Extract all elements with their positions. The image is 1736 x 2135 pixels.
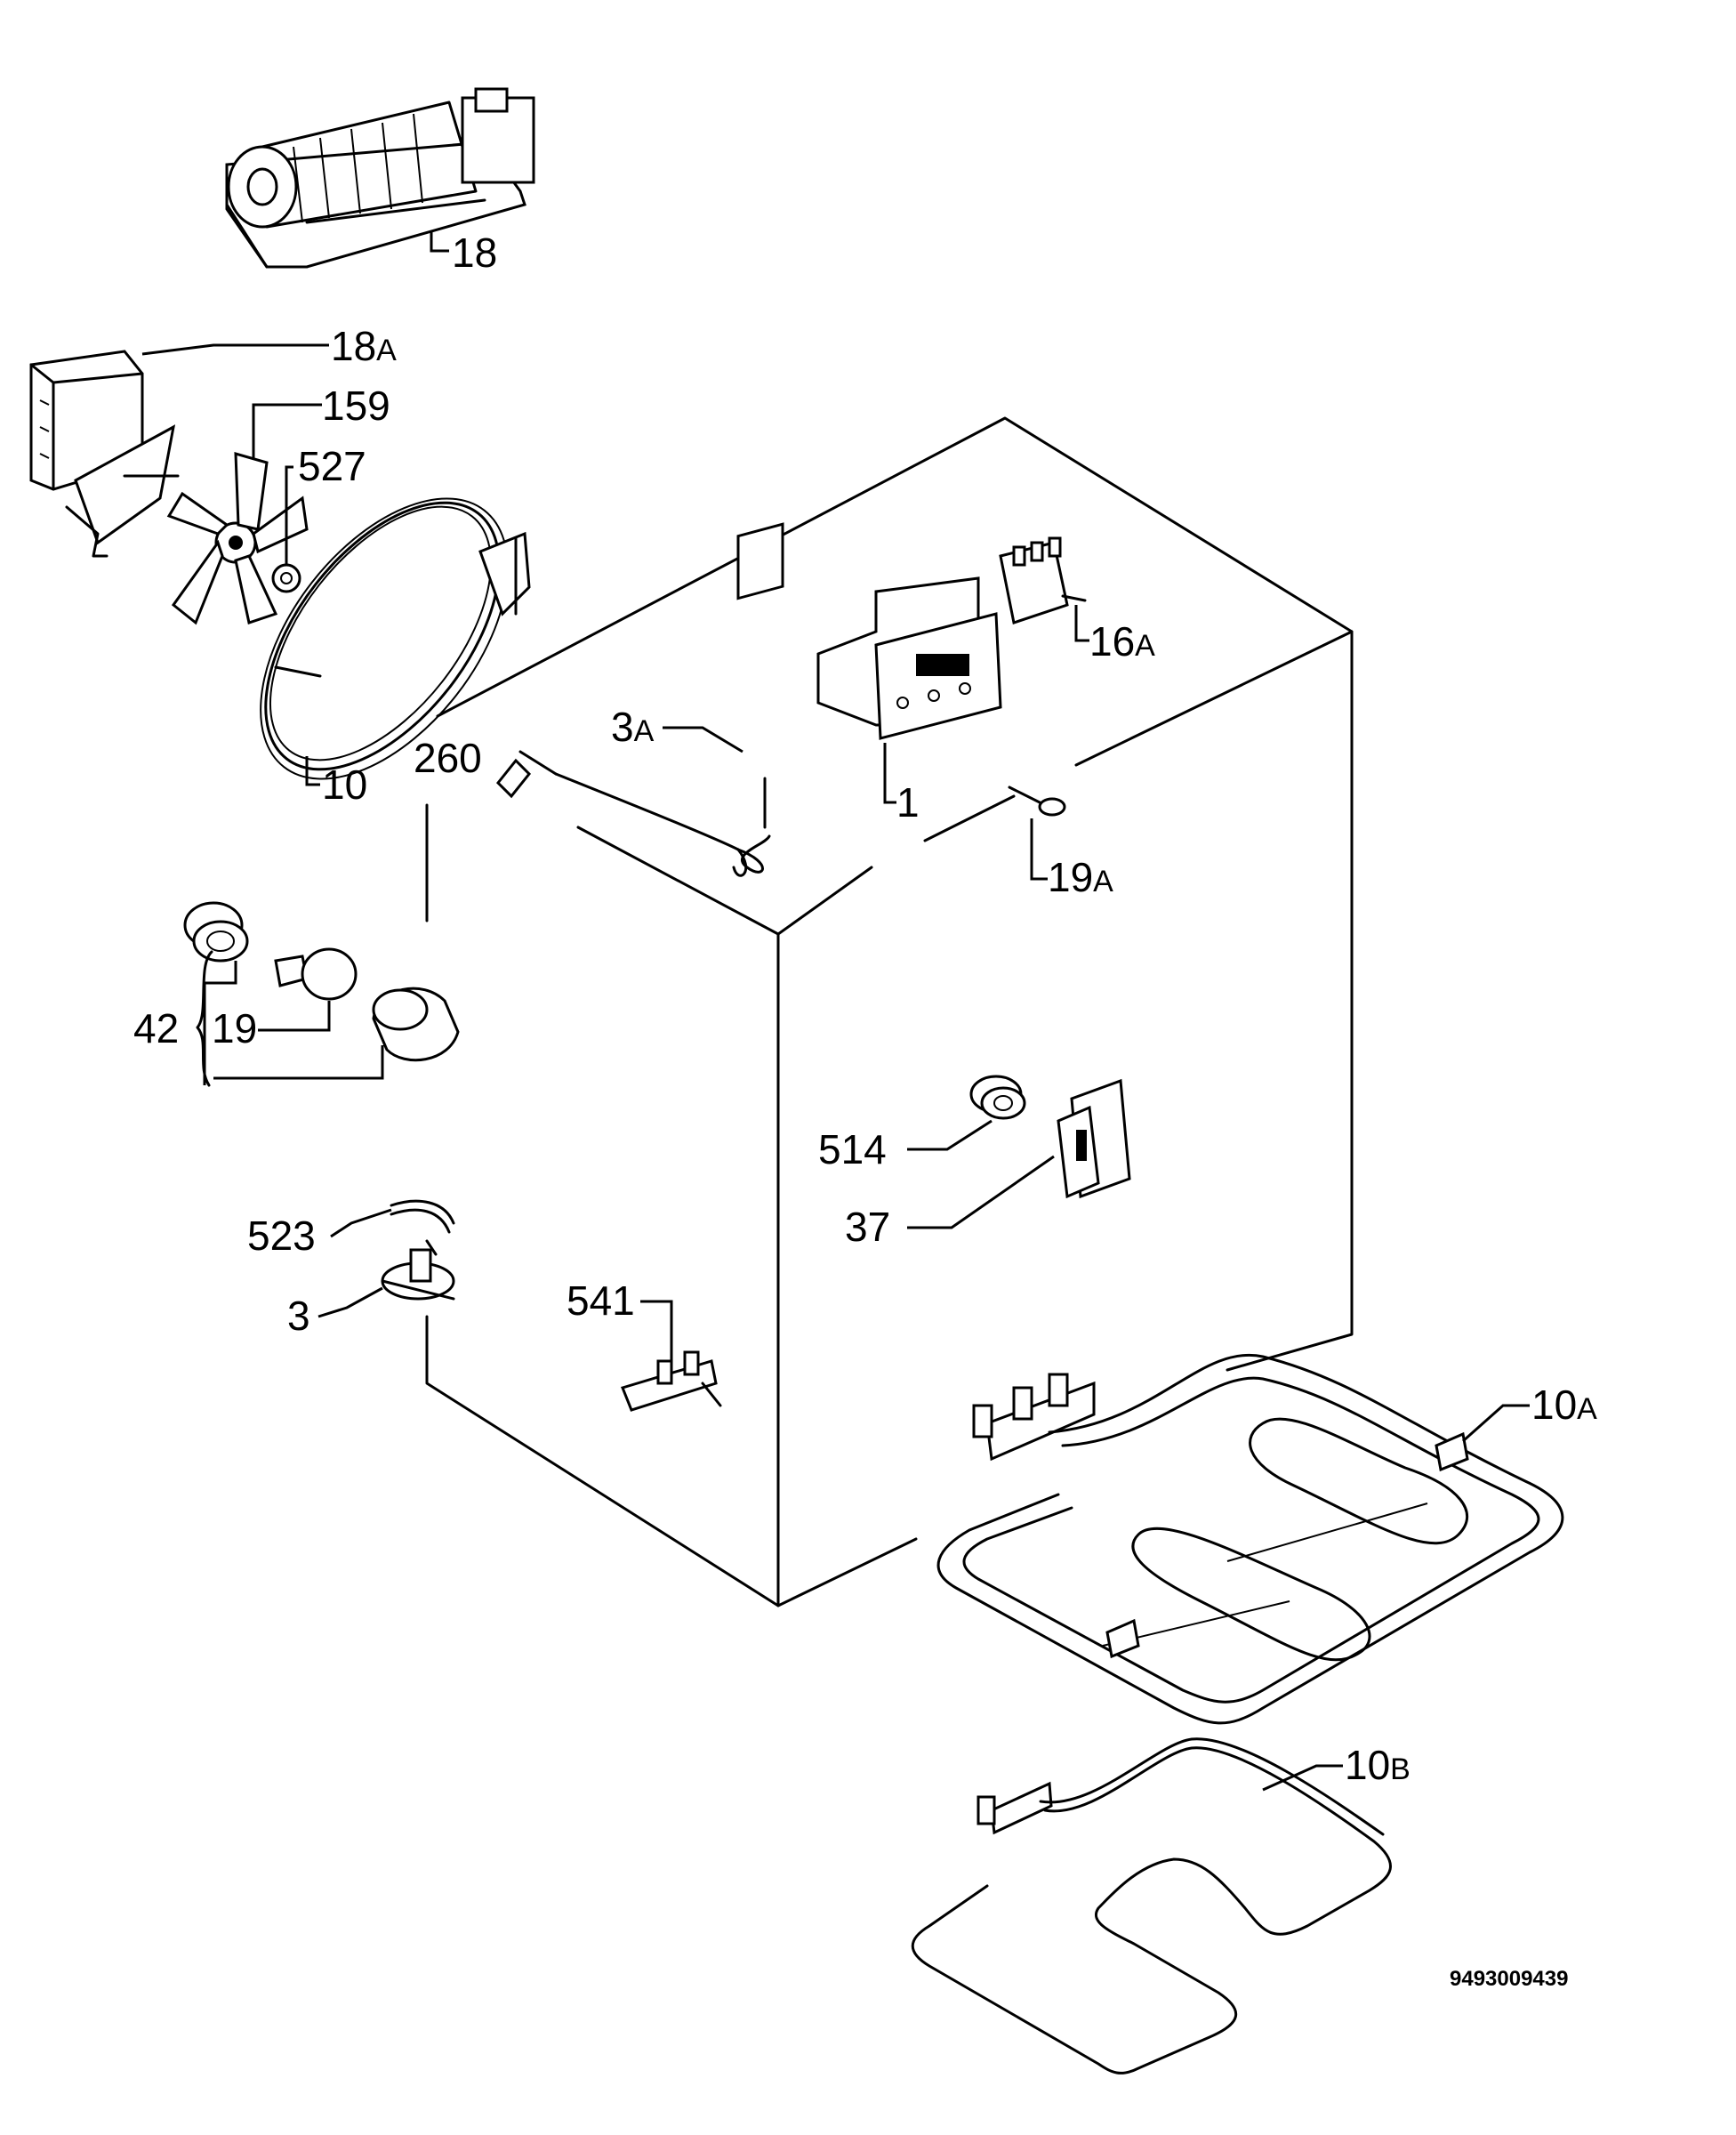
part-19a-indicator-lamp	[1008, 786, 1066, 817]
label-514: 514	[818, 1126, 887, 1172]
label-19: 19	[212, 1005, 257, 1051]
part-3-thermal-cutout	[381, 1239, 455, 1301]
label-260: 260	[414, 735, 482, 781]
part-42-lamp-holder	[183, 901, 249, 963]
part-1-electronic-timer	[816, 576, 1002, 740]
label-16a: 16A	[1089, 618, 1155, 665]
part-18a-fan-motor	[29, 350, 180, 558]
label-18: 18	[452, 230, 497, 276]
part-10a-grill-element	[936, 1353, 1564, 1725]
oven-cabinet	[425, 416, 1354, 1607]
part-523-clip	[390, 1199, 455, 1234]
label-527: 527	[298, 443, 366, 489]
part-541-terminal-block	[620, 1350, 722, 1412]
label-19a: 19A	[1048, 854, 1113, 900]
part-19-bulb	[274, 947, 358, 1001]
label-1: 1	[896, 779, 920, 826]
part-16a-selector-switch	[999, 536, 1087, 624]
label-3: 3	[287, 1293, 310, 1339]
part-10b-bottom-element	[911, 1737, 1392, 2075]
label-10a: 10A	[1531, 1382, 1597, 1428]
label-10: 10	[322, 761, 367, 808]
part-514-grommet	[969, 1075, 1026, 1120]
part-37-door-switch	[1057, 1078, 1131, 1199]
part-159-fan-blade	[166, 451, 309, 625]
part-lamp-cover	[372, 987, 460, 1062]
part-3a-thermostat	[554, 522, 784, 877]
label-541: 541	[567, 1277, 635, 1324]
part-260-probe-clip	[495, 750, 558, 799]
label-523: 523	[247, 1213, 316, 1259]
label-159: 159	[322, 383, 390, 429]
part-527-nut	[271, 563, 301, 593]
label-37: 37	[845, 1204, 890, 1250]
part-18-tangential-fan	[225, 87, 535, 269]
label-10b: 10B	[1345, 1742, 1410, 1788]
label-3a: 3A	[611, 704, 655, 750]
part-10-circular-element	[260, 497, 531, 780]
label-42: 42	[133, 1005, 179, 1051]
document-code: 9493009439	[1450, 1967, 1568, 1991]
label-18a: 18A	[331, 323, 397, 369]
